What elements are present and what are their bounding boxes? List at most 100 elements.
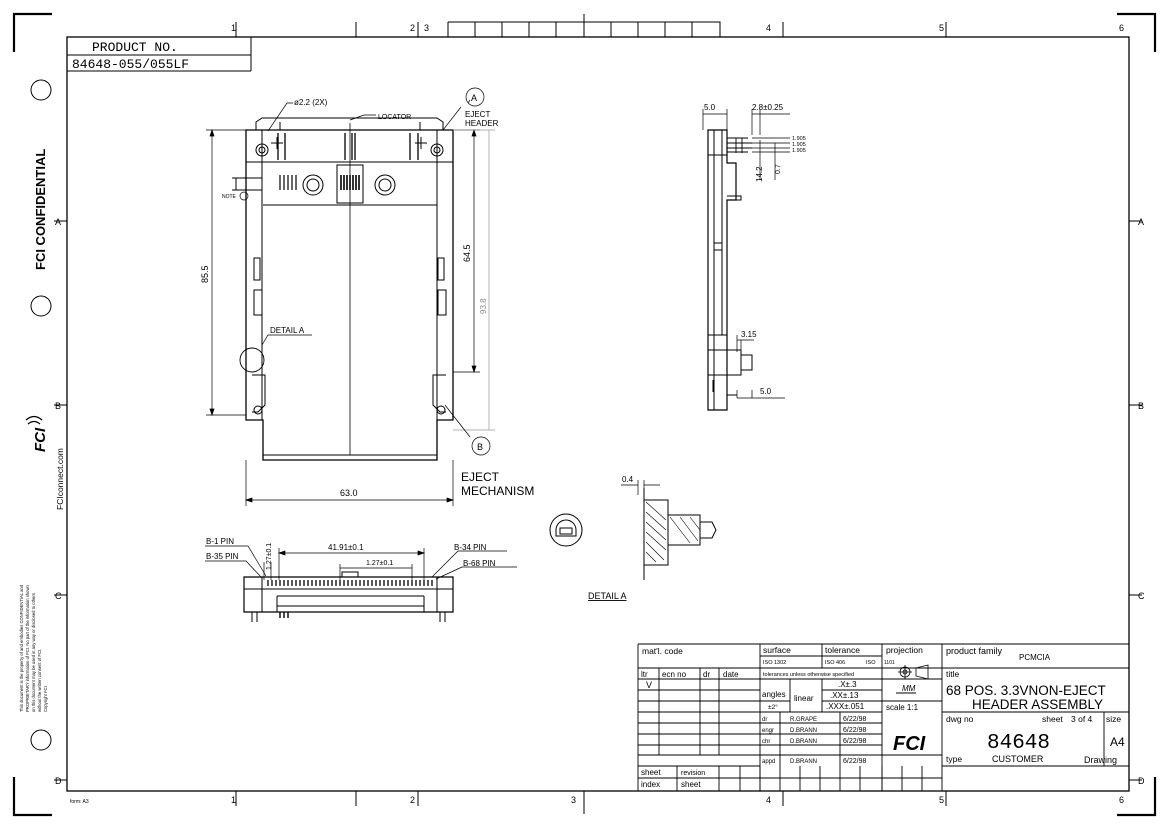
- product-no-value: 84648-055/055LF: [72, 57, 189, 72]
- callout-eject-mech-2: MECHANISM: [461, 484, 534, 498]
- front-view-callouts: [239, 87, 491, 456]
- mount-hole-right-icon: [430, 143, 444, 157]
- bottom-view-dimensions: [205, 545, 517, 580]
- tb-angles: angles: [762, 690, 786, 699]
- bottom-view-pin-array: [267, 580, 433, 586]
- dim-side-07: 0.7: [775, 164, 782, 174]
- side-view-dimensions: [702, 109, 790, 399]
- callout-b68-pin: B-68 PIN: [463, 559, 496, 568]
- tb-tolerance: tolerance: [825, 645, 860, 655]
- tb-signoff-date-chr: 6/22/98: [843, 738, 866, 745]
- dim-detail-04: 0.4: [622, 475, 634, 484]
- tb-lin-x: .X±.3: [838, 680, 857, 689]
- tb-scale: scale 1:1: [886, 703, 919, 712]
- tb-signoff-role-chr: chr: [762, 739, 770, 745]
- tb-surface-std: ISO 1302: [763, 660, 786, 666]
- notice-line-5: Copyright FCI: [43, 686, 48, 712]
- tb-units: MM: [902, 684, 916, 693]
- tb-drawing: Drawing: [1084, 755, 1117, 765]
- notice-line-2: PROPRIETARY information of FCI. No part …: [25, 584, 30, 712]
- tb-signoff-role-dr: dr: [762, 717, 767, 723]
- tb-rev-letter: V: [646, 680, 652, 690]
- tb-size: A4: [1110, 735, 1125, 749]
- mount-hole-left-icon: [255, 143, 269, 157]
- projection-symbol-icon: [898, 664, 929, 680]
- tb-title-line2: HEADER ASSEMBLY: [972, 697, 1103, 712]
- tb-lin-xxx: .XXX±.051: [826, 702, 865, 711]
- tb-title-label: title: [946, 669, 960, 679]
- tb-tol-note: tolerances unless otherwise specified: [763, 672, 854, 678]
- tb-revision-sheet-2: sheet: [681, 780, 701, 789]
- dim-side-1905b: 1.905: [792, 142, 806, 148]
- tb-sheet-label: sheet: [1042, 714, 1063, 724]
- zone-col-top-5: 5: [939, 23, 944, 33]
- tb-signoff-date-engr: 6/22/98: [843, 727, 866, 734]
- callout-hole: ø2.2 (2X): [294, 98, 328, 107]
- zone-col-bottom-5: 5: [939, 795, 944, 805]
- callout-b34-pin: B-34 PIN: [454, 543, 487, 552]
- tb-signoff-name-chr: D.BRANN: [790, 739, 817, 745]
- tb-rev-date: date: [723, 670, 739, 679]
- side-fci-logo: FCI: [32, 427, 49, 452]
- website-label: FCIconnect.com: [55, 448, 65, 510]
- tb-type-label: type: [946, 754, 962, 764]
- dim-side-28: 2.8±0.25: [752, 103, 784, 112]
- dim-pitch: 1.27±0.1: [366, 560, 393, 567]
- callout-eject-mech-1: EJECT: [461, 470, 500, 484]
- form-size: form: A3: [70, 799, 89, 805]
- zone-row-left-d: D: [55, 776, 62, 786]
- tb-rev-dr: dr: [703, 670, 710, 679]
- zone-labels: 1 2 3 4 5 6 1 2 3 4 5 6 A B C D A B C D …: [55, 23, 1145, 805]
- note-marker-icon: [239, 191, 249, 201]
- title-block-text: mat'l. code surface ISO 1302 tolerance I…: [641, 645, 1125, 789]
- tb-proj-std: 1101: [884, 660, 895, 666]
- zone-col-bottom-1: 1: [231, 795, 236, 805]
- tb-sheet-of: 3 of 4: [1071, 714, 1093, 724]
- product-no-label: PRODUCT NO.: [92, 40, 178, 55]
- dim-side-315: 3.15: [741, 330, 757, 339]
- callout-b-letter: B: [477, 442, 483, 452]
- callout-b1-pin: B-1 PIN: [206, 537, 234, 546]
- dim-side-5b: 5.0: [760, 387, 772, 396]
- tb-type: CUSTOMER: [992, 754, 1044, 764]
- callout-detail-a-leader: DETAIL A: [270, 326, 305, 335]
- dim-side-5: 5.0: [704, 103, 716, 112]
- sheet-frame: [12, 12, 1157, 817]
- detail-a-title: DETAIL A: [588, 591, 627, 601]
- tb-signoff-role-appd: appd: [762, 759, 775, 765]
- side-band: FCI CONFIDENTIAL FCI FCIconnect.com This…: [19, 79, 65, 751]
- notice-line-1: This document is the property of and emb…: [19, 584, 24, 712]
- zone-col-top-1: 1: [231, 23, 236, 33]
- dim-inner: 64.5: [462, 244, 472, 262]
- confidential-label: FCI CONFIDENTIAL: [33, 149, 48, 270]
- callout-a-icon: [465, 87, 485, 107]
- zone-col-top-6: 6: [1119, 23, 1124, 33]
- dim-side-1905c: 1.905: [792, 148, 806, 154]
- callout-a-letter: A: [471, 93, 477, 103]
- front-view-dimensions: [206, 128, 495, 506]
- notice-line-3: on this document may be used in any way …: [31, 593, 36, 712]
- callout-eject-header-1: EJECT: [465, 110, 490, 119]
- tb-dwg-no: 84648: [987, 732, 1050, 755]
- tb-signoff-role-engr: engr: [762, 728, 774, 734]
- tb-signoff-name-dr: R.GRAPE: [790, 717, 817, 723]
- tb-title-line1: 68 POS. 3.3VNON-EJECT: [946, 683, 1106, 698]
- notice-line-4: without the written consent of FCI.: [37, 649, 42, 712]
- zone-row-right-a: A: [1138, 217, 1144, 227]
- bottom-view: [243, 571, 454, 622]
- zone-col-bottom-3: 3: [571, 795, 576, 805]
- tb-revision-sheet-1: revision: [681, 770, 705, 777]
- front-view: [232, 117, 454, 461]
- zone-row-left-c: C: [55, 591, 62, 601]
- tb-signoff-name-appd: D.BRANN: [790, 759, 817, 765]
- zone-row-right-d: D: [1138, 776, 1145, 786]
- zone-col-bottom-6: 6: [1119, 795, 1124, 805]
- tb-product-family-label: product family: [946, 646, 1003, 656]
- tb-dwg-no-label: dwg no: [946, 714, 974, 724]
- tb-fci-logo: FCI: [893, 733, 926, 755]
- dim-width: 63.0: [340, 488, 358, 498]
- dim-pitch-vertical: 1.27±0.1: [266, 543, 273, 570]
- tb-sheet-index-1: sheet: [641, 768, 661, 777]
- tb-signoff-date-appd: 6/22/98: [843, 758, 866, 765]
